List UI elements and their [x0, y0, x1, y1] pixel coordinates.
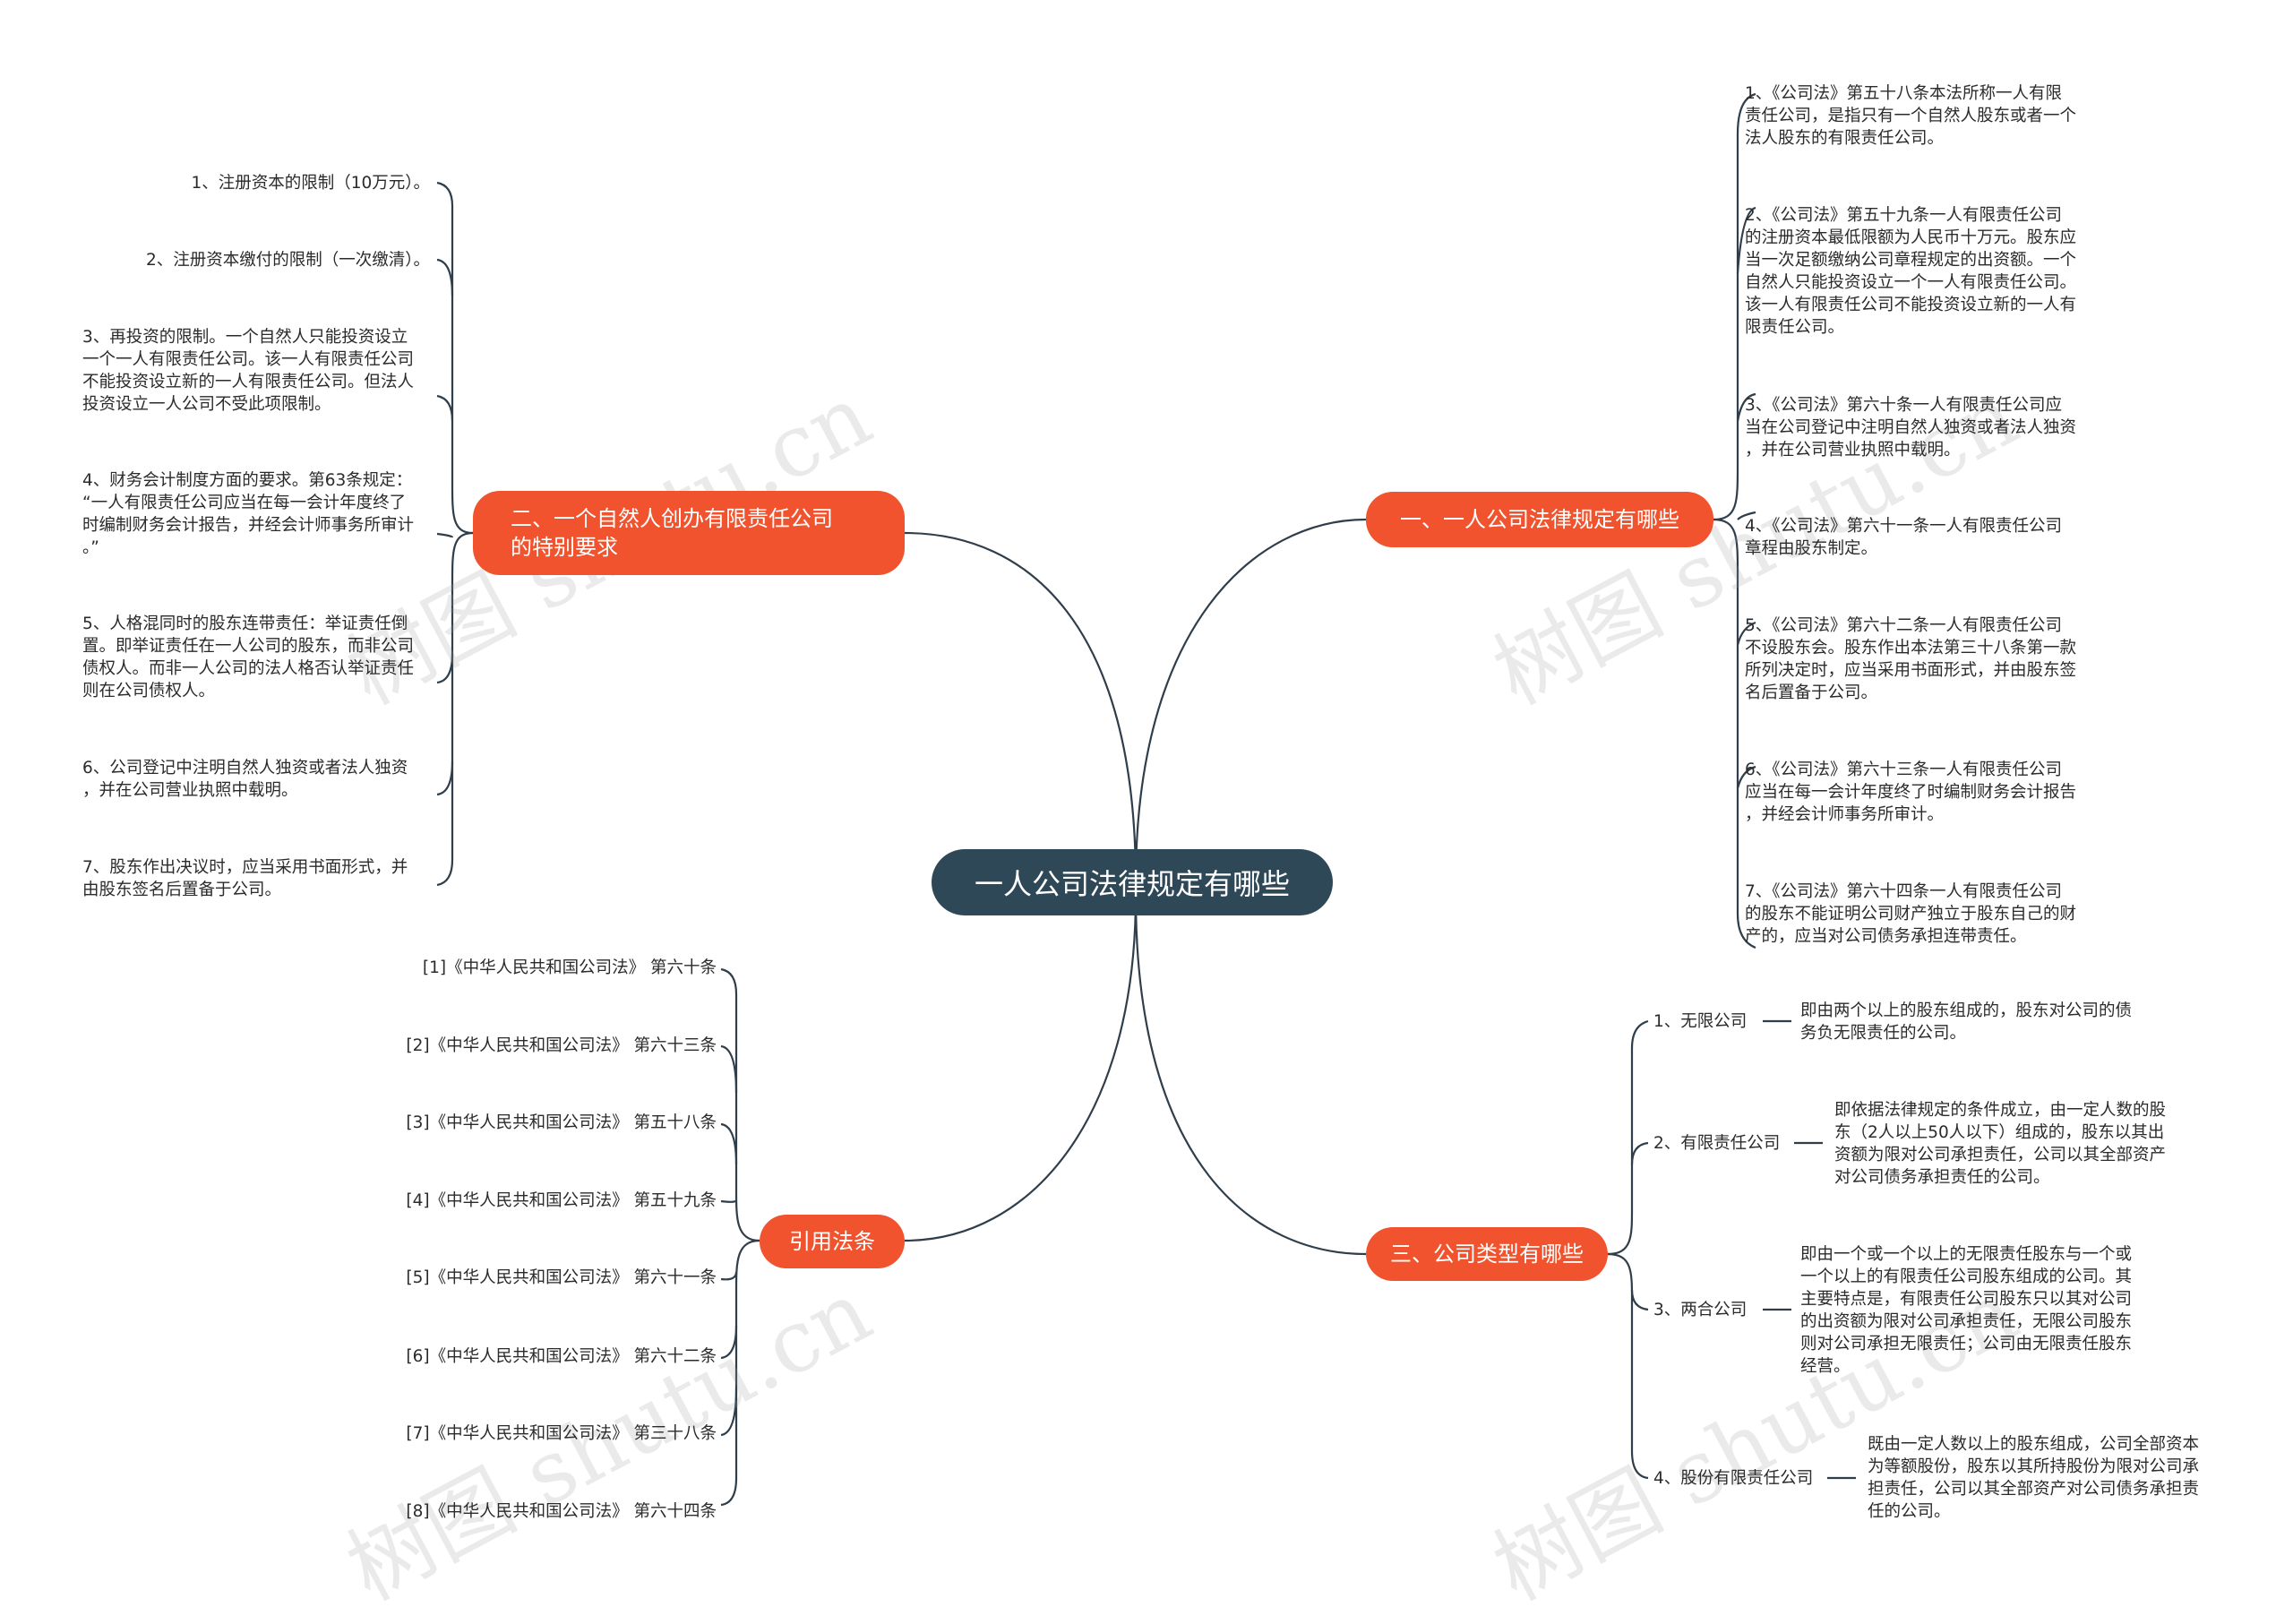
b2-leaf-6: 6、公司登记中注明自然人独资或者法人独资 ，并在公司营业执照中载明。: [82, 759, 408, 800]
branch-node-4[interactable]: 引用法条: [760, 1215, 905, 1268]
b3-desc-3: 即由一个或一个以上的无限责任股东与一个或 一个以上的有限责任公司股东组成的公司。…: [1800, 1245, 2133, 1376]
connector-root-b4: [904, 895, 1138, 1242]
b4-citation-4: [4]《中华人民共和国公司法》 第五十九条: [406, 1191, 717, 1210]
bracket-b3-top: [1607, 1019, 1649, 1256]
b3-desc-1: 即由两个以上的股东组成的，股东对公司的债 务负无限责任的公司。: [1800, 1001, 2133, 1043]
b4-citation-3: [3]《中华人民共和国公司法》 第五十八条: [406, 1113, 717, 1132]
root-title: 一人公司法律规定有哪些: [974, 867, 1290, 901]
root-node[interactable]: 一人公司法律规定有哪些: [932, 849, 1333, 915]
branch-node-3[interactable]: 三、公司类型有哪些: [1366, 1227, 1608, 1281]
b4-citation-2: [2]《中华人民共和国公司法》 第六十三条: [406, 1036, 717, 1055]
bracket-b4-bottom: [720, 1239, 760, 1507]
b3-desc-4: 既由一定人数以上的股东组成，公司全部资本 为等额股份，股东以其所持股份为限对公司…: [1868, 1435, 2200, 1521]
bracket-b2-top: [436, 181, 474, 535]
bracket-b1-top: [1713, 92, 1756, 521]
b3-label-2: 2、有限责任公司: [1653, 1134, 1781, 1153]
connector-root-b1: [1134, 518, 1367, 883]
branch-node-2[interactable]: 二、一个自然人创办有限责任公司 的特别要求: [473, 491, 905, 575]
b1-leaf-6: 6、《公司法》第六十三条一人有限责任公司 应当在每一会计年度终了时编制财务会计报…: [1745, 760, 2077, 824]
b4-citation-5: [5]《中华人民共和国公司法》 第六十一条: [406, 1268, 717, 1287]
b2-leaf-7: 7、股东作出决议时，应当采用书面形式，并 由股东签名后置备于公司。: [82, 858, 408, 899]
b2-leaf-1: 1、注册资本的限制（10万元）。: [191, 174, 430, 193]
b1-leaf-5: 5、《公司法》第六十二条一人有限责任公司 不设股东会。股东作出本法第三十八条第一…: [1745, 616, 2077, 702]
b4-citation-7: [7]《中华人民共和国公司法》 第三十八条: [406, 1424, 717, 1443]
branch-3-title: 三、公司类型有哪些: [1390, 1241, 1584, 1267]
branch-4-title: 引用法条: [789, 1228, 875, 1254]
b1-leaf-7: 7、《公司法》第六十四条一人有限责任公司 的股东不能证明公司财产独立于股东自己的…: [1745, 882, 2077, 946]
b3-label-4: 4、股份有限责任公司: [1653, 1469, 1814, 1488]
connector-root-b3: [1134, 895, 1367, 1256]
b1-leaf-4: 4、《公司法》第六十一条一人有限责任公司 章程由股东制定。: [1745, 517, 2063, 558]
b2-leaf-3: 3、再投资的限制。一个自然人只能投资设立 一个一人有限责任公司。该一人有限责任公…: [82, 328, 415, 414]
b2-leaf-4: 4、财务会计制度方面的要求。第63条规定： “一人有限责任公司应当在每一会计年度…: [82, 471, 415, 557]
branch-node-1[interactable]: 一、一人公司法律规定有哪些: [1366, 492, 1713, 547]
connector-root-b2: [904, 531, 1138, 883]
b4-citation-1: [1]《中华人民共和国公司法》 第六十条: [422, 958, 717, 977]
b2-leaf-2: 2、注册资本缴付的限制（一次缴清）。: [145, 251, 430, 270]
b4-citation-8: [8]《中华人民共和国公司法》 第六十四条: [406, 1502, 717, 1521]
b1-leaf-2: 2、《公司法》第五十九条一人有限责任公司 的注册资本最低限额为人民币十万元。股东…: [1745, 206, 2077, 337]
b3-label-3: 3、两合公司: [1653, 1301, 1748, 1319]
bracket-b2-bottom: [436, 531, 474, 887]
b2-leaf-5: 5、人格混同时的股东连带责任：举证责任倒 置。即举证责任在一人公司的股东，而非公…: [82, 614, 415, 700]
b1-leaf-3: 3、《公司法》第六十条一人有限责任公司应 当在公司登记中注明自然人独资或者法人独…: [1745, 396, 2077, 460]
bracket-b4-top: [720, 967, 760, 1242]
b3-desc-2: 即依据法律规定的条件成立，由一定人数的股 东（2人以上50人以下）组成的，股东以…: [1834, 1101, 2167, 1187]
b1-leaf-1: 1、《公司法》第五十八条本法所称一人有限 责任公司，是指只有一个自然人股东或者一…: [1745, 84, 2077, 148]
bracket-b1-bottom: [1713, 518, 1756, 949]
b4-citation-6: [6]《中华人民共和国公司法》 第六十二条: [406, 1347, 717, 1366]
bracket-b3-bottom: [1607, 1252, 1649, 1480]
b3-label-1: 1、无限公司: [1653, 1012, 1748, 1031]
branch-2-title: 二、一个自然人创办有限责任公司 的特别要求: [511, 505, 833, 560]
branch-1-title: 一、一人公司法律规定有哪些: [1400, 506, 1679, 532]
